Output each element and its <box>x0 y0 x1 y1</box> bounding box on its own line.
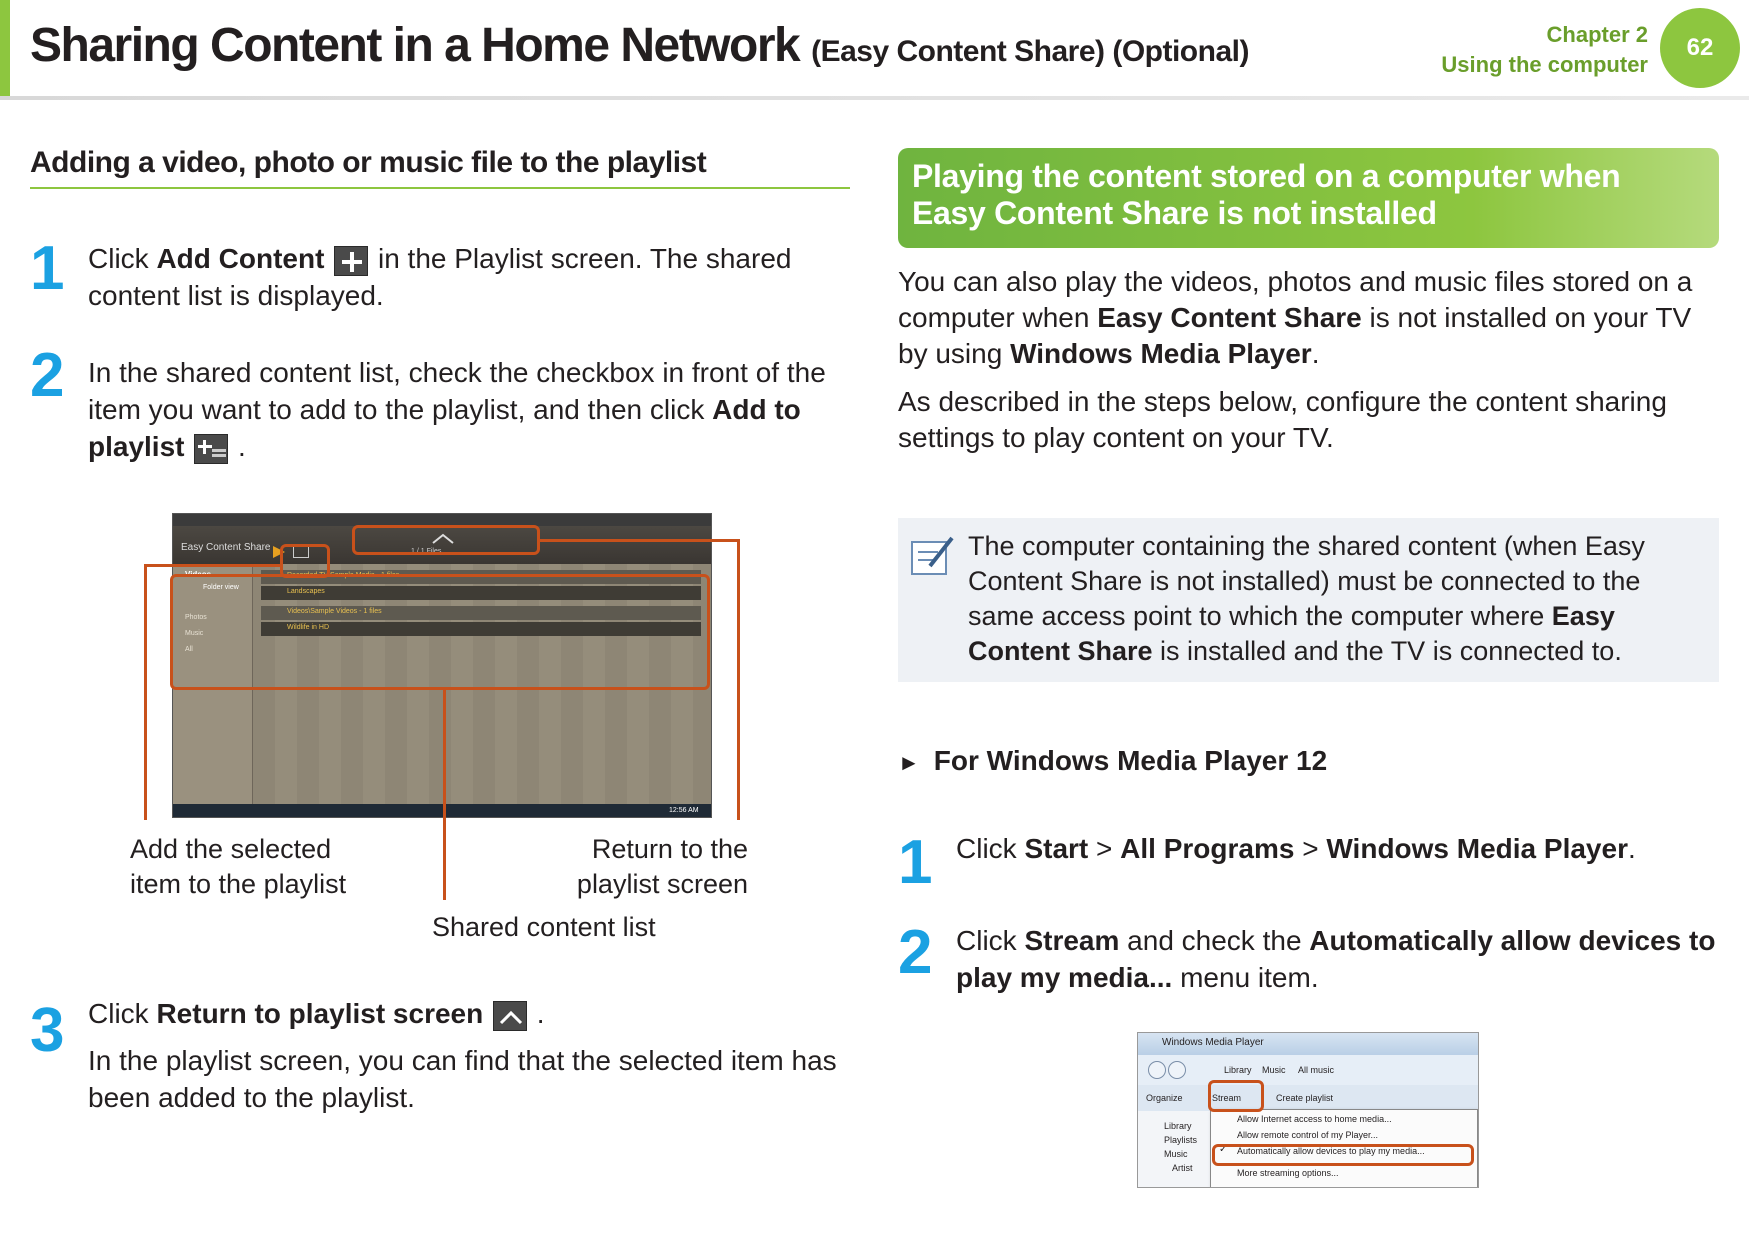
table-row: Videos\Sample Videos - 1 files <box>261 606 701 620</box>
caption-shared-list: Shared content list <box>432 912 656 942</box>
section-banner <box>898 148 1719 248</box>
stream-menu: Allow Internet access to home media... A… <box>1210 1109 1478 1187</box>
chevron-up-icon <box>493 1000 527 1031</box>
note-text: The computer containing the shared conte… <box>968 531 1645 666</box>
subsection-heading: ►For Windows Media Player 12 <box>898 745 1328 776</box>
chapter-name: Using the computer <box>1441 52 1648 77</box>
step-text: Click Add Content in the Playlist screen… <box>88 243 792 311</box>
app-logo: Easy Content Share <box>181 542 271 553</box>
callout-line <box>144 564 282 567</box>
windows-media-player-screenshot: Windows Media Player Library Music All m… <box>1137 1032 1479 1188</box>
step-text: In the shared content list, check the ch… <box>88 357 826 464</box>
callout-line <box>540 539 740 542</box>
content-background <box>253 564 711 804</box>
add-to-playlist-highlight <box>280 544 330 578</box>
step-text: Click Stream and check the Automatically… <box>956 925 1716 993</box>
chevron-up-icon <box>432 533 454 544</box>
callout-line <box>144 564 147 820</box>
back-icon <box>1148 1061 1166 1079</box>
checkmark-icon: ✓ <box>1219 1144 1228 1155</box>
step-number: 2 <box>30 341 65 410</box>
easy-content-share-screenshot: Easy Content Share 1 / 1 Files Videos Fo… <box>172 513 712 818</box>
heading-rule <box>30 187 850 189</box>
page-header: Sharing Content in a Home Network (Easy … <box>0 0 1749 100</box>
wmp-navpane: Library Playlists Music Artist <box>1164 1121 1198 1173</box>
title-suffix: (Easy Content Share) (Optional) <box>811 35 1249 68</box>
header-divider <box>0 96 1749 100</box>
add-to-playlist-icon <box>194 433 229 464</box>
sidebar-all: All <box>185 646 193 653</box>
chapter-label: Chapter 2 <box>1546 22 1648 47</box>
forward-icon <box>1168 1061 1186 1079</box>
title-main: Sharing Content in a Home Network <box>30 19 801 72</box>
callout-line <box>443 690 446 900</box>
stream-button-highlight <box>1208 1080 1264 1112</box>
step-number: 2 <box>898 918 933 987</box>
section-heading: Adding a video, photo or music file to t… <box>30 146 707 179</box>
callout-line <box>737 539 740 820</box>
sidebar-photos: Photos <box>185 614 207 621</box>
page-title: Sharing Content in a Home Network (Easy … <box>30 18 1249 73</box>
note-box <box>898 518 1719 682</box>
step-number: 3 <box>30 996 65 1065</box>
step-number: 1 <box>898 828 933 897</box>
screenshot-titlebar <box>173 514 711 526</box>
file-counter: 1 / 1 Files <box>411 548 442 555</box>
note-pencil-icon <box>911 536 954 575</box>
sidebar-folder-view: Folder view <box>203 584 239 591</box>
wmp-commandbar: Organize Stream Create playlist <box>1138 1085 1478 1111</box>
taskbar-clock: 12:56 AM <box>669 807 699 814</box>
auto-allow-highlight <box>1212 1144 1474 1166</box>
wmp-navbar: Library Music All music <box>1138 1055 1478 1085</box>
intro-paragraph: You can also play the videos, photos and… <box>898 266 1693 369</box>
return-button-highlight <box>352 525 540 555</box>
step-text: Click Return to playlist screen . <box>88 998 545 1031</box>
step-text: Click Start > All Programs > Windows Med… <box>956 833 1636 864</box>
page-number-badge: 62 <box>1660 8 1740 88</box>
shared-list-highlight <box>170 574 710 690</box>
banner-title: Playing the content stored on a computer… <box>912 158 1621 231</box>
intro-paragraph: As described in the steps below, configu… <box>898 386 1667 453</box>
wmp-titlebar: Windows Media Player <box>1138 1033 1478 1055</box>
step-number: 1 <box>30 234 65 303</box>
arrow-icon: ► <box>898 750 920 775</box>
table-row: Wildlife in HD <box>261 622 701 636</box>
add-content-icon <box>334 245 369 276</box>
header-accent-bar <box>0 0 10 96</box>
sidebar-music: Music <box>185 630 204 637</box>
windows-taskbar: 12:56 AM <box>173 804 711 817</box>
table-row: Landscapes <box>261 586 701 600</box>
step-detail: In the playlist screen, you can find tha… <box>88 1045 837 1113</box>
